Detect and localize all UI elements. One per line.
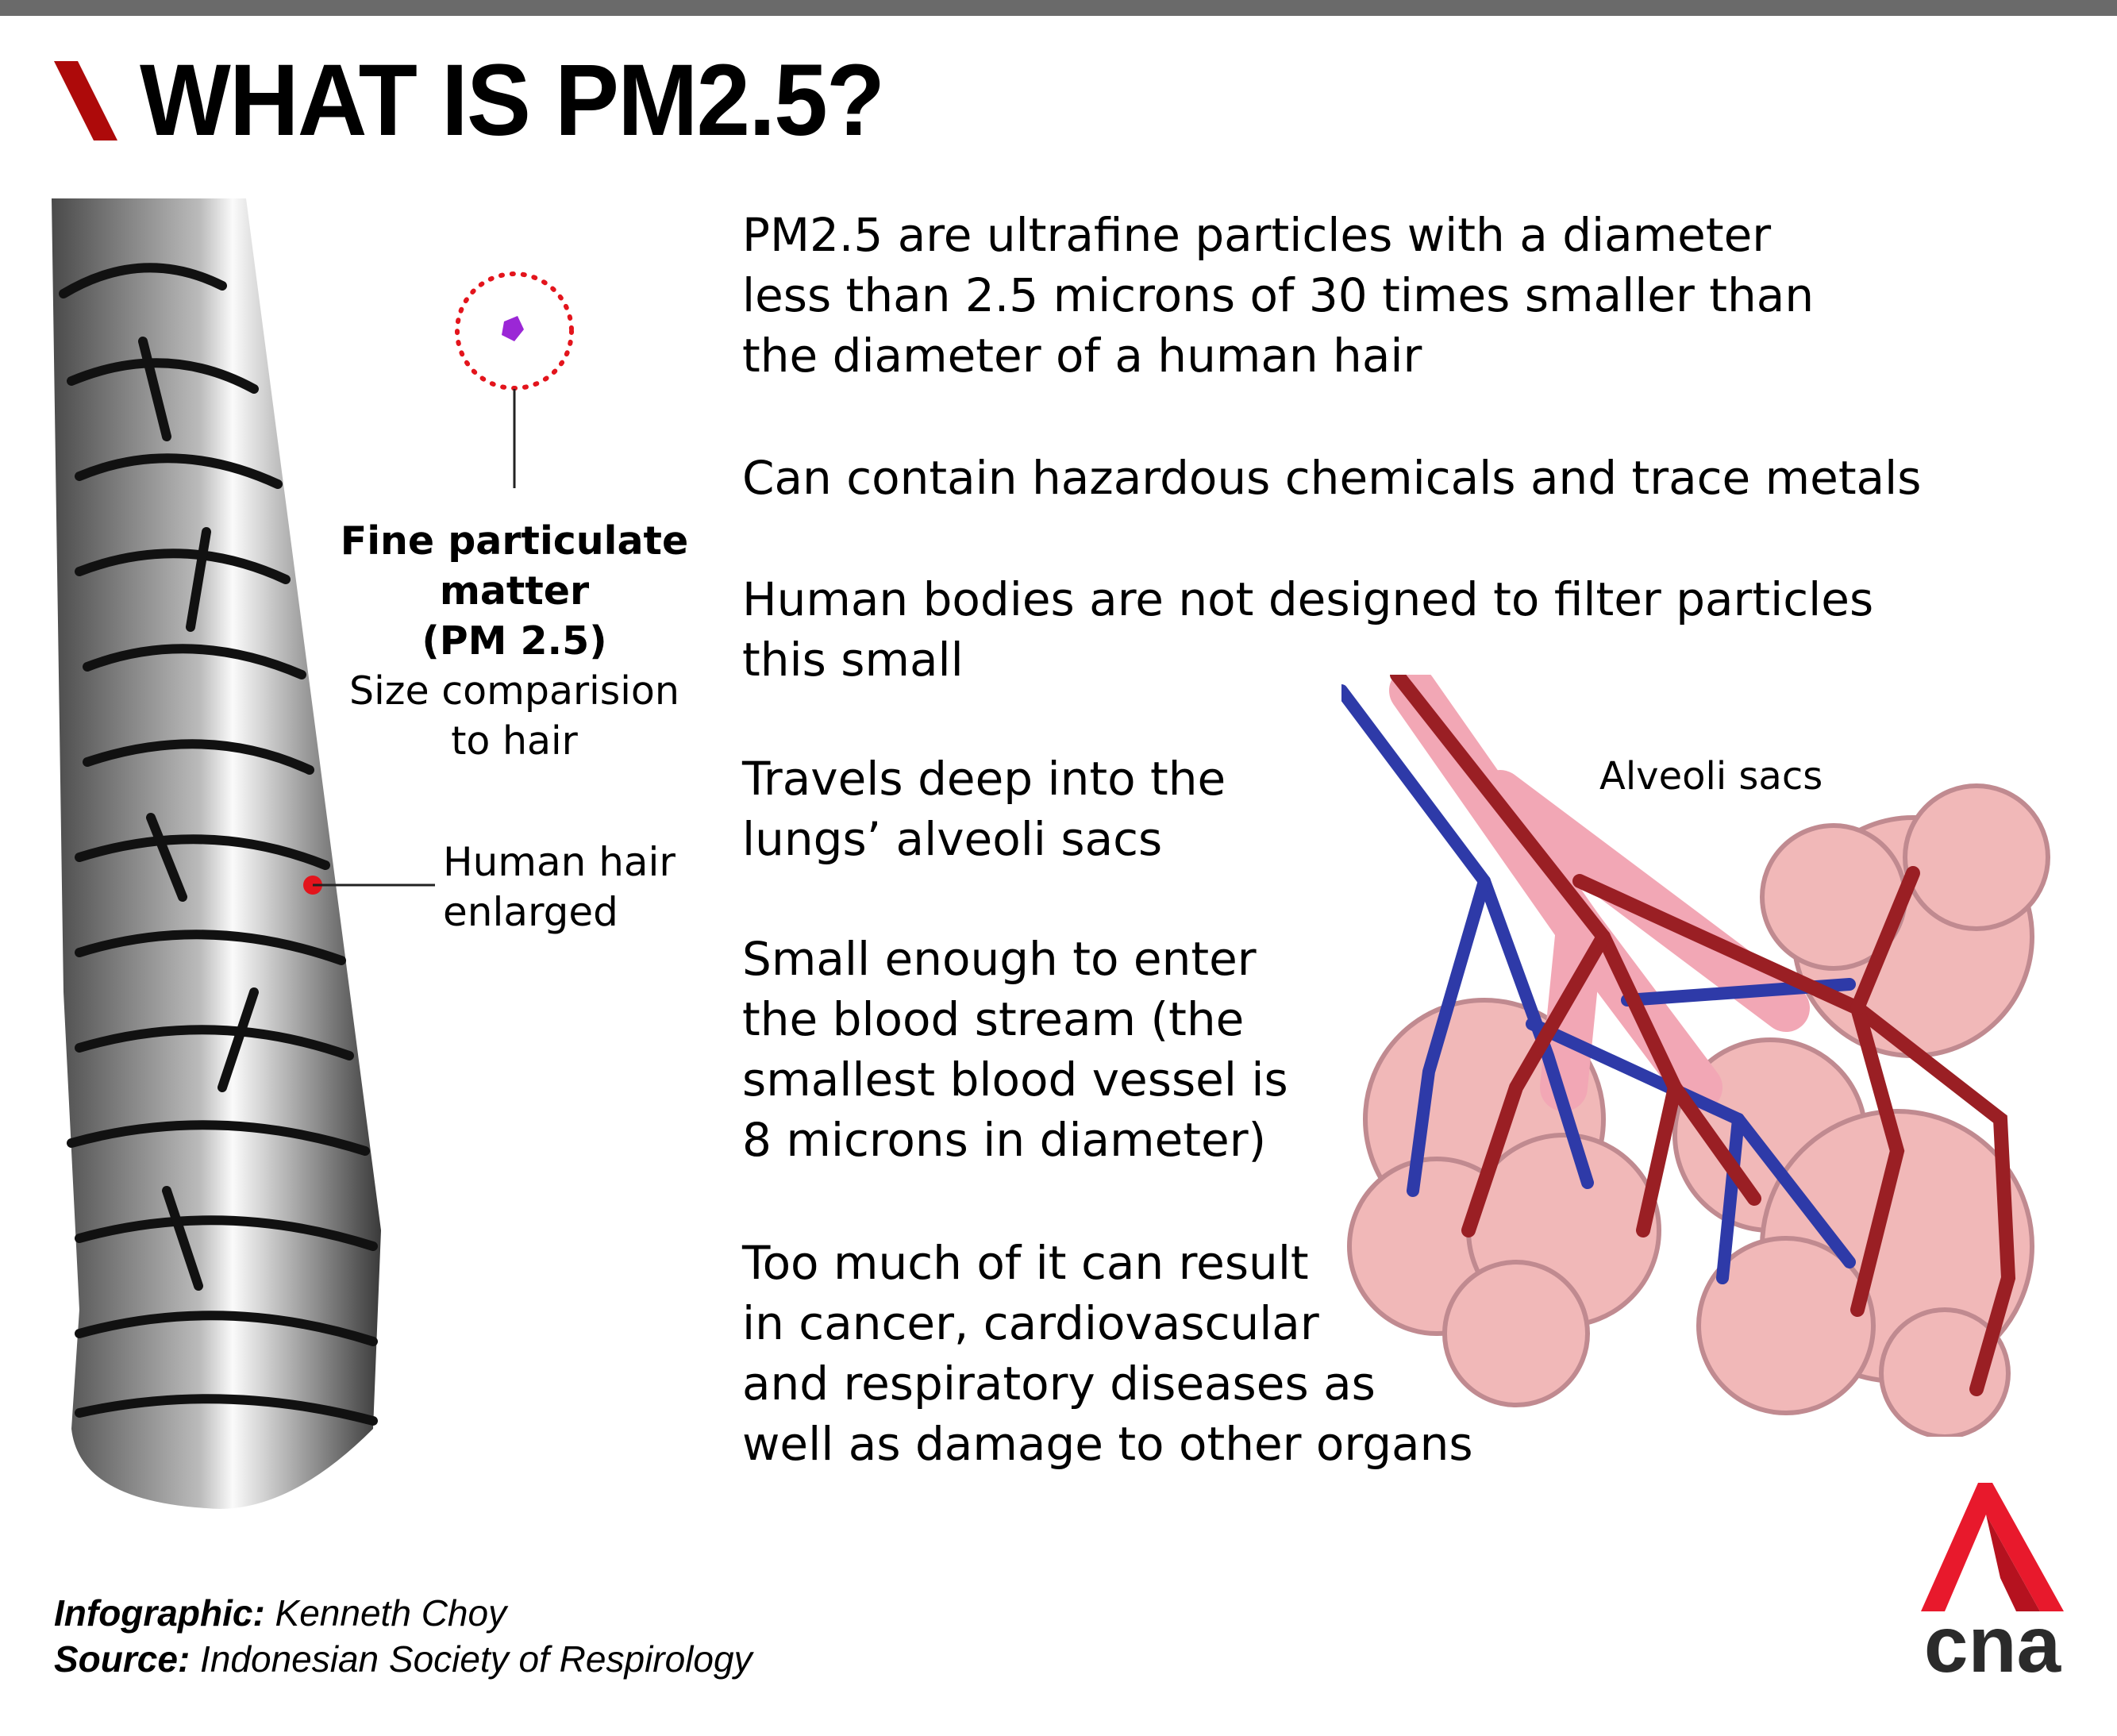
source-label: Source: xyxy=(54,1638,191,1680)
human-hair-illustration xyxy=(52,198,381,1509)
fact-2: Can contain hazardous chemicals and trac… xyxy=(742,451,1922,505)
fact-4: Travels deep into the lungs’ alveoli sac… xyxy=(742,752,1226,866)
source-line: Source: Indonesian Society of Respirolog… xyxy=(54,1638,752,1680)
slash-accent-icon xyxy=(54,61,117,140)
fact-3: Human bodies are not designed to filter … xyxy=(742,572,1874,687)
fact-1: PM2.5 are ultrafine particles with a dia… xyxy=(742,208,1815,383)
pm25-subtitle-line2: to hair xyxy=(451,718,578,764)
pm25-title-line3: (PM 2.5) xyxy=(421,618,607,664)
credit-value: Kenneth Choy xyxy=(264,1592,507,1634)
alveoli-label: Alveoli sacs xyxy=(1599,754,1823,799)
credit-label: Infographic: xyxy=(54,1592,265,1634)
cna-logo-text: cna xyxy=(1924,1600,2062,1681)
source-value: Indonesian Society of Respirology xyxy=(190,1638,752,1680)
top-bar xyxy=(0,0,2117,16)
page-title: WHAT IS PM2.5? xyxy=(140,44,885,157)
hair-pointer-icon xyxy=(303,876,435,895)
alveoli-lungs-illustration xyxy=(1341,675,2050,1437)
pm25-subtitle-line1: Size comparision xyxy=(349,668,679,714)
fact-6: Too much of it can result in cancer, car… xyxy=(742,1236,1473,1471)
hair-label: Human hair enlarged xyxy=(443,839,676,935)
pm25-particle-icon xyxy=(455,271,574,488)
header: WHAT IS PM2.5? xyxy=(54,50,923,152)
cna-logo: cna xyxy=(1921,1483,2064,1681)
fact-5: Small enough to enter the blood stream (… xyxy=(742,932,1288,1167)
pm25-title-line2: matter xyxy=(439,568,590,614)
credit-line: Infographic: Kenneth Choy xyxy=(54,1592,506,1634)
pm25-label: Fine particulate matter (PM 2.5) Size co… xyxy=(333,516,695,766)
pm25-title-line1: Fine particulate xyxy=(340,518,689,564)
